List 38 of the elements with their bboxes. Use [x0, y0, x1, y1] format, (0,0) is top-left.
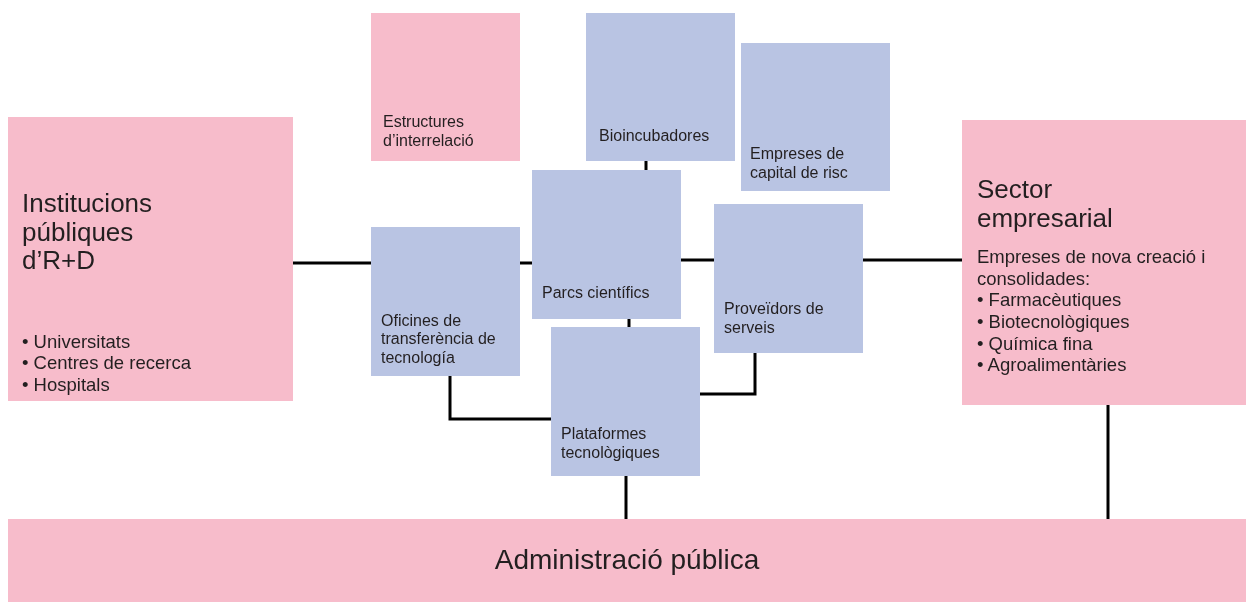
structure-box [714, 204, 863, 353]
connector-line [624, 476, 628, 519]
actor-box [962, 120, 1246, 405]
description-text: Empreses de nova creació i consolidades: [977, 246, 1207, 290]
list-item: • Biotecnològiques [977, 311, 1130, 333]
connector-line [644, 161, 648, 170]
list-item: • Agroalimentàries [977, 354, 1127, 377]
box-title: Sector empresarial [977, 175, 1114, 233]
connector-line [1106, 405, 1110, 519]
box-title: Proveïdors de serveis [724, 300, 825, 337]
list-item: • Universitats [22, 330, 131, 353]
box-title: Plataformes tecnològiques [561, 425, 661, 462]
structure-box [741, 43, 890, 191]
structure-box [371, 227, 520, 376]
connector-line [293, 261, 371, 265]
list-item: • Hospitals [22, 374, 110, 396]
connector-line [627, 319, 631, 327]
list-item: • Centres de recerca [22, 352, 191, 375]
box-title: Oficines de transferència de tecnología [381, 311, 497, 367]
connector-line [700, 353, 757, 396]
list-item: • Química fina [977, 332, 1093, 355]
box-title: Institucions públiques d’R+D [22, 189, 154, 275]
connector-line [448, 376, 551, 421]
actor-box [371, 13, 520, 161]
box-title: Parcs científics [542, 283, 650, 302]
box-title: Estructures d’interrelació [383, 113, 475, 150]
list-item: • Farmacèutiques [977, 289, 1122, 312]
box-title: Bioincubadores [599, 126, 710, 145]
box-title: Administració pública [494, 545, 760, 576]
structure-box [551, 327, 700, 476]
structure-box [532, 170, 681, 319]
connector-line [863, 258, 962, 262]
structure-box [586, 13, 735, 161]
actor-box [8, 519, 1246, 602]
actor-box [8, 117, 293, 401]
connector-line [681, 258, 714, 262]
connector-line [520, 261, 532, 265]
box-title: Empreses de capital de risc [750, 145, 849, 182]
